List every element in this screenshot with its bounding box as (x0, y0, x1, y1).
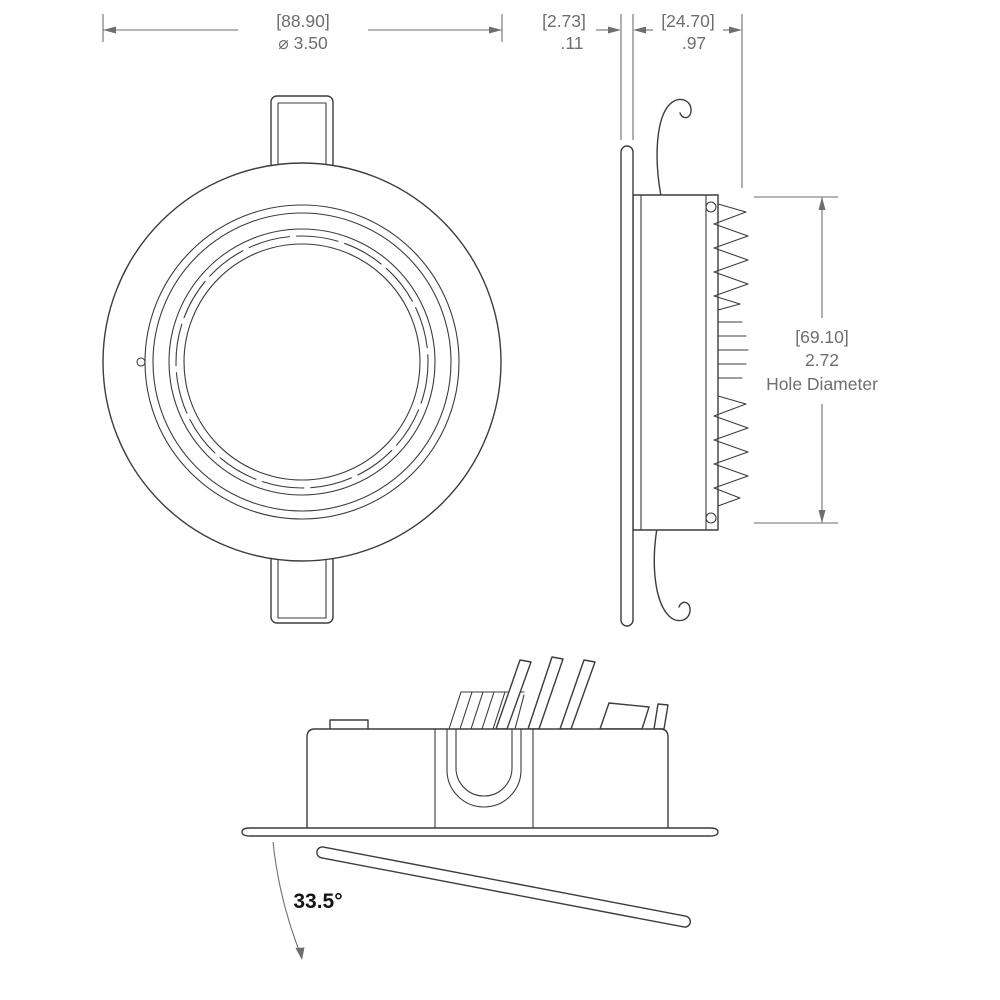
dim-hole-diameter: [69.10] 2.72 Hole Diameter (754, 196, 878, 524)
arrowhead (818, 510, 826, 523)
side-view (620, 98, 749, 627)
bezel-outer-ring (102, 162, 502, 562)
rivet-bottom (705, 512, 717, 524)
dim-recess-depth: [24.70] .97 (646, 11, 743, 188)
tilt-blade (559, 659, 596, 730)
dim-overall-diameter: [88.90] ⌀ 3.50 (102, 11, 503, 53)
top-tab (270, 95, 334, 171)
housing-body-tilted (306, 728, 669, 828)
trim-ring-outer (152, 212, 452, 512)
recess-depth-metric: [24.70] (661, 11, 715, 31)
bottom-tab (270, 552, 334, 624)
coil-turn (514, 694, 525, 730)
side-tab-detail (653, 703, 669, 730)
spring-fins-bottom (713, 395, 749, 507)
coil-turn (448, 691, 462, 730)
housing-body (632, 194, 719, 531)
arrowhead (729, 26, 742, 34)
overall-diameter-inch: ⌀ 3.50 (278, 33, 328, 53)
screw-detail (136, 357, 146, 367)
slanted-bracket (599, 702, 650, 730)
arrowhead (489, 26, 502, 34)
flange-profile (620, 145, 634, 627)
arrowhead (103, 26, 116, 34)
hole-diameter-caption: Hole Diameter (766, 374, 878, 394)
gimbal-yoke-outer (446, 728, 522, 808)
gimbal-yoke-inner (455, 728, 513, 797)
tilted-view (241, 656, 719, 928)
flange-thickness-metric: [2.73] (542, 11, 586, 31)
hole-diameter-inch: 2.72 (805, 350, 839, 370)
heatsink-fins-middle (717, 321, 749, 379)
coil-turn (492, 691, 506, 730)
lens-edge (183, 243, 421, 481)
tilted-lens (316, 846, 692, 928)
dim-flange-thickness: [2.73] .11 (542, 11, 646, 140)
tilt-blade (495, 659, 532, 730)
trim-ring (168, 228, 436, 496)
flange-thickness-inch: .11 (560, 33, 583, 53)
tilt-angle-label: 33.5° (293, 890, 342, 913)
top-wire-clip (656, 98, 692, 197)
arrowhead (818, 197, 826, 210)
hole-diameter-metric: [69.10] (795, 327, 849, 347)
bottom-wire-clip (653, 527, 691, 622)
tilt-blade (527, 656, 564, 730)
overall-diameter-metric: [88.90] (276, 11, 330, 31)
flange-plate (241, 827, 719, 837)
coil-turn (470, 691, 484, 730)
arrowhead (633, 26, 646, 34)
front-view (102, 95, 502, 624)
coil-turn (481, 691, 495, 730)
spring-fins-top (713, 203, 749, 311)
coil-turn (459, 691, 473, 730)
retainer-ring-notched (175, 235, 429, 489)
dim-tilt-angle: 33.5° (272, 841, 343, 960)
arrowhead (295, 947, 305, 960)
rivet-top (705, 201, 717, 213)
recess-depth-inch: .97 (682, 33, 706, 53)
arrowhead (608, 26, 621, 34)
